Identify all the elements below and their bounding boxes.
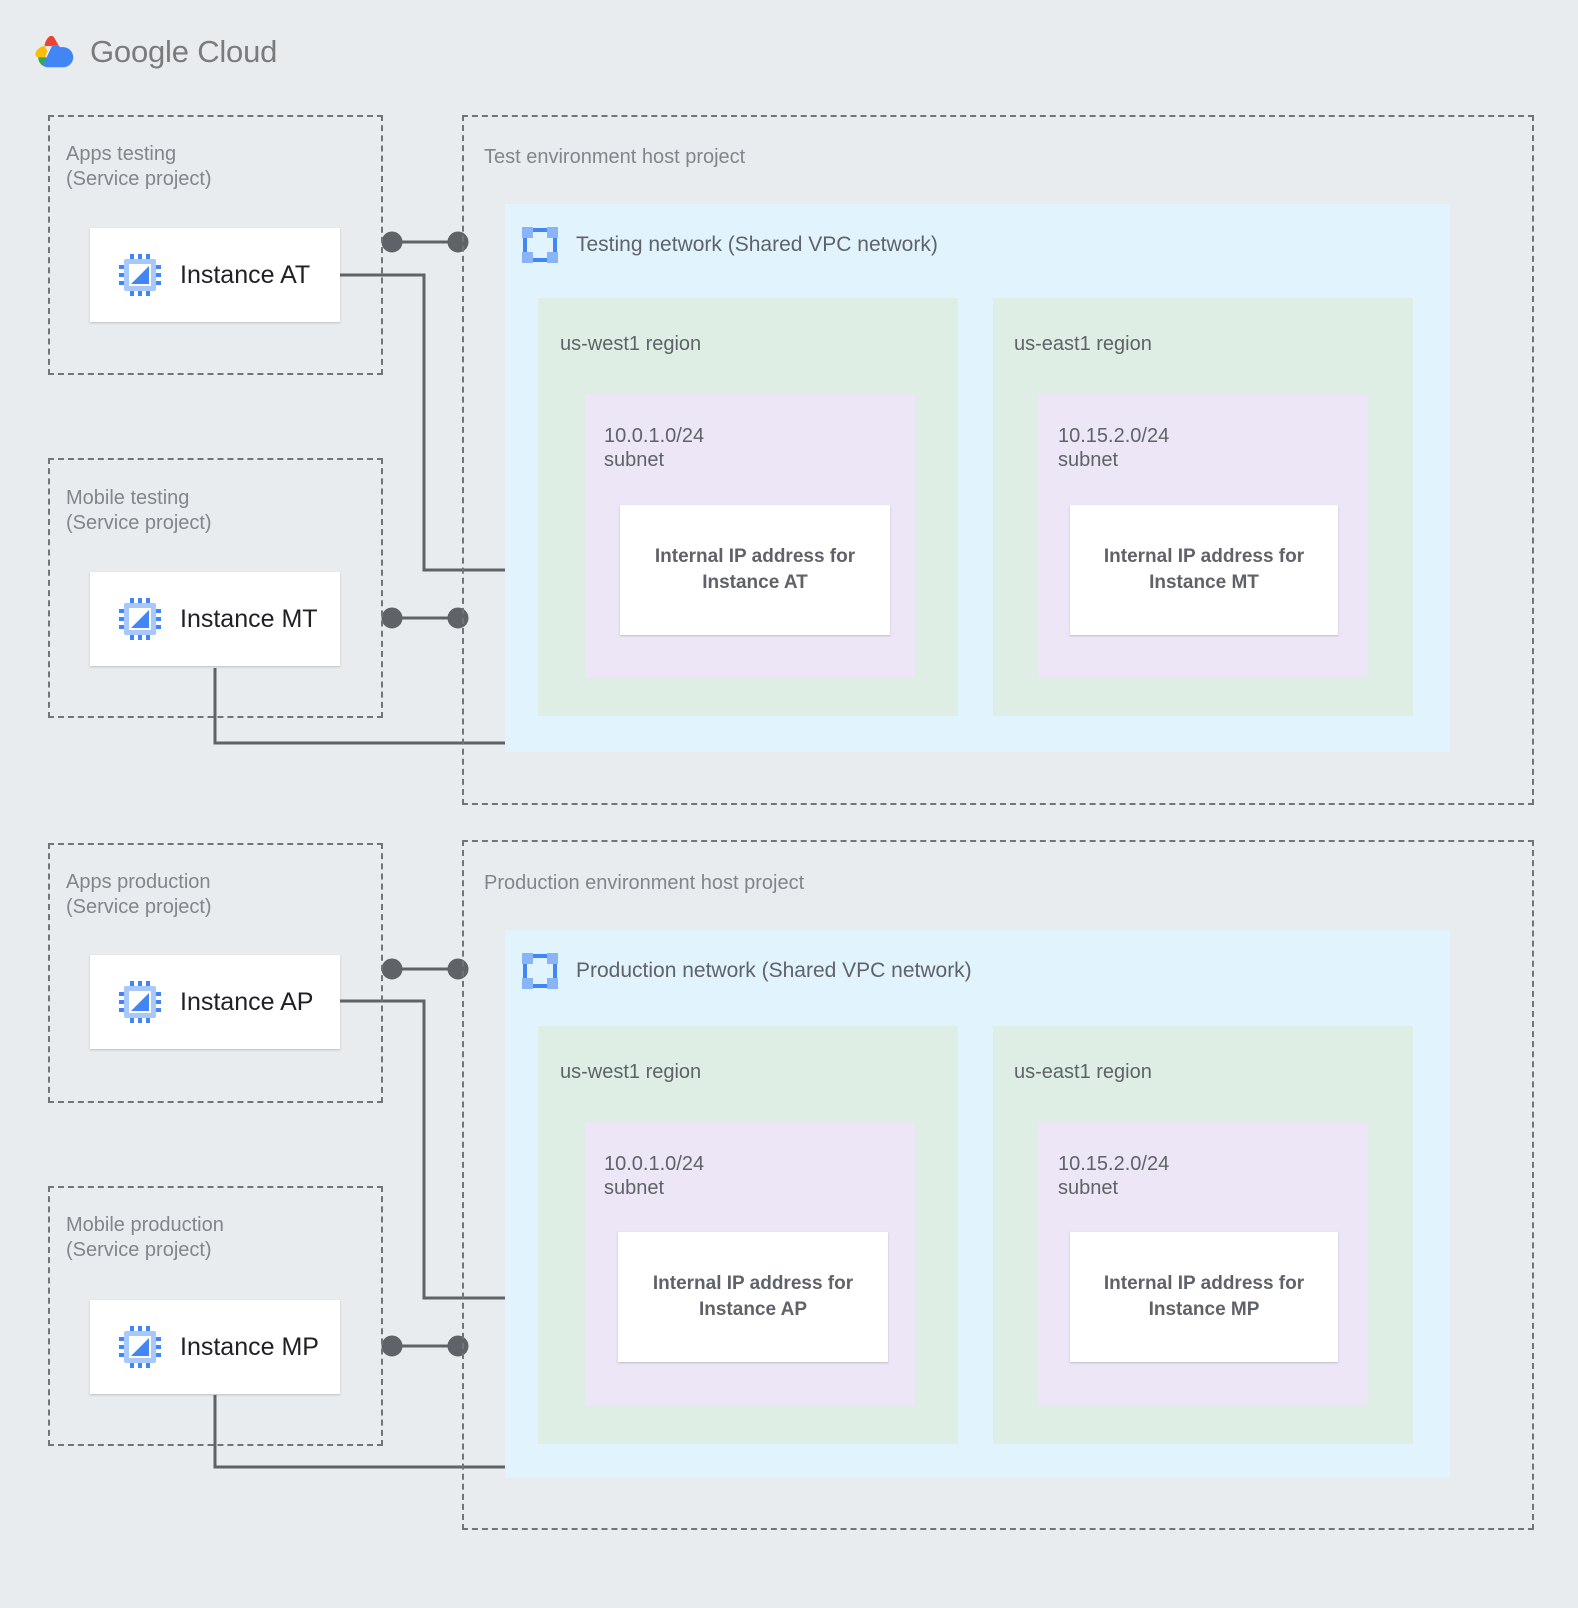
service-project-mobile-testing-label: Mobile testing (Service project): [66, 487, 212, 534]
connector-dot: [381, 1335, 403, 1357]
connector-dot: [381, 607, 403, 629]
compute-instance-icon: [119, 254, 161, 296]
instance-card-mp-label: Instance MP: [180, 1332, 319, 1361]
connector-dot: [381, 958, 403, 980]
instance-card-mt-label: Instance MT: [180, 604, 318, 633]
vpc-network-production-title: Production network (Shared VPC network): [576, 959, 972, 982]
compute-instance-icon: [119, 598, 161, 640]
ip-card-instance-mt[interactable]: Internal IP address for Instance MT: [1070, 505, 1338, 635]
brand-name-cloud: Cloud: [197, 34, 278, 69]
region-test-us-west1-label: us-west1 region: [560, 333, 702, 355]
instance-card-at[interactable]: Instance AT: [90, 228, 340, 322]
service-project-apps-testing: [48, 115, 383, 375]
ip-card-instance-mp[interactable]: Internal IP address for Instance MP: [1070, 1232, 1338, 1362]
connector-dot: [381, 231, 403, 253]
region-prod-us-west1-label: us-west1 region: [560, 1061, 702, 1083]
host-project-production-environment-label: Production environment host project: [484, 872, 805, 894]
instance-card-mt[interactable]: Instance MT: [90, 572, 340, 666]
host-project-production-environment: [462, 840, 1534, 1530]
service-project-mobile-production-label: Mobile production (Service project): [66, 1214, 224, 1261]
vpc-network-testing-title: Testing network (Shared VPC network): [576, 233, 938, 256]
service-project-mobile-production: [48, 1186, 383, 1446]
region-prod-us-east1-label: us-east1 region: [1014, 1061, 1152, 1083]
ip-card-instance-ap[interactable]: Internal IP address for Instance AP: [618, 1232, 888, 1362]
google-cloud-logo-icon: [35, 35, 74, 68]
vpc-network-production-header: Production network (Shared VPC network): [520, 951, 972, 991]
brand-name-google: Google: [90, 34, 189, 69]
instance-card-mp[interactable]: Instance MP: [90, 1300, 340, 1394]
service-project-apps-production-label: Apps production (Service project): [66, 871, 212, 918]
vpc-network-icon: [522, 227, 558, 263]
brand-name: Google Cloud: [90, 34, 277, 70]
instance-card-ap[interactable]: Instance AP: [90, 955, 340, 1049]
region-test-us-east1-label: us-east1 region: [1014, 333, 1152, 355]
host-project-test-environment: [462, 115, 1534, 805]
service-project-apps-production: [48, 843, 383, 1103]
service-project-mobile-testing: [48, 458, 383, 718]
google-cloud-logo: Google Cloud: [30, 33, 277, 71]
compute-instance-icon: [119, 1326, 161, 1368]
instance-card-at-label: Instance AT: [180, 260, 311, 289]
service-project-apps-testing-label: Apps testing (Service project): [66, 143, 212, 190]
subnet-test-us-east1-label: 10.15.2.0/24 subnet: [1058, 425, 1170, 471]
vpc-network-testing-header: Testing network (Shared VPC network): [520, 225, 938, 265]
vpc-network-icon: [522, 953, 558, 989]
host-project-test-environment-label: Test environment host project: [484, 146, 746, 168]
subnet-prod-us-east1-label: 10.15.2.0/24 subnet: [1058, 1153, 1170, 1199]
compute-instance-icon: [119, 981, 161, 1023]
instance-card-ap-label: Instance AP: [180, 987, 314, 1016]
subnet-test-us-west1-label: 10.0.1.0/24 subnet: [604, 425, 705, 471]
ip-card-instance-at[interactable]: Internal IP address for Instance AT: [620, 505, 890, 635]
subnet-prod-us-west1-label: 10.0.1.0/24 subnet: [604, 1153, 705, 1199]
